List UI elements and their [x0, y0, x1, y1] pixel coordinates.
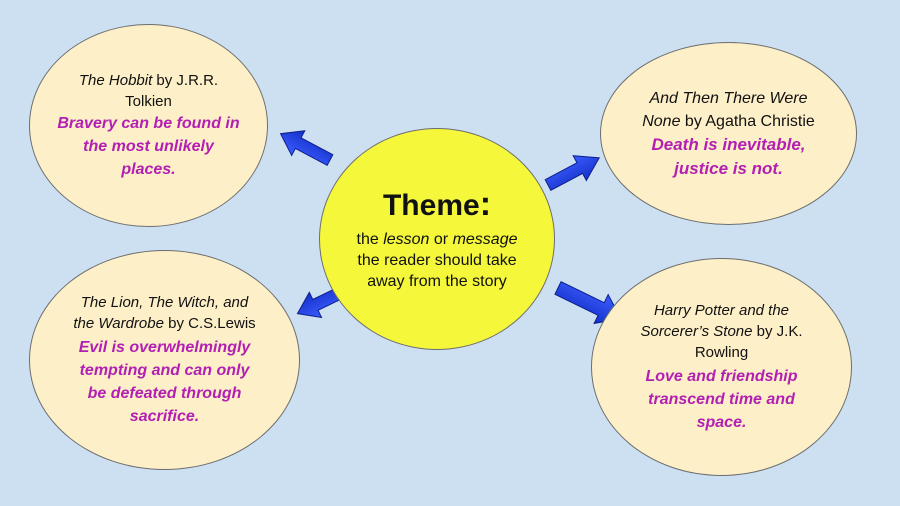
book-title: The Lion, The Witch, and the Wardrobe	[73, 294, 249, 332]
bubble-source: The Lion, The Witch, and the Wardrobe by…	[70, 292, 259, 334]
definition-part: the reader should take away from the sto…	[357, 251, 517, 290]
bubble-lesson: Love and friendship transcend time and s…	[645, 368, 798, 431]
definition-part: or	[429, 230, 453, 248]
definition-lesson: lesson	[383, 230, 430, 248]
bubble-lesson: Evil is overwhelmingly tempting and can …	[78, 339, 251, 425]
book-author: by C.S.Lewis	[163, 315, 256, 332]
book-title: Harry Potter and the Sorcerer’s Stone	[640, 302, 790, 340]
arrow-to-none	[544, 155, 601, 191]
bubble-hobbit: The Hobbit by J.R.R. Tolkien Bravery can…	[29, 24, 268, 227]
arrow-to-hobbit	[279, 130, 334, 166]
bubble-lesson: Bravery can be found in the most unlikel…	[57, 115, 240, 178]
bubble-lesson: Death is inevitable, justice is not.	[651, 134, 806, 178]
bubble-source: Harry Potter and the Sorcerer’s Stone by…	[634, 300, 809, 363]
theme-title-text: Theme	[382, 188, 480, 222]
theme-title: Theme:	[383, 187, 491, 223]
theme-title-colon: :	[479, 184, 492, 223]
bubble-source: The Hobbit by J.R.R. Tolkien	[56, 70, 241, 112]
bubble-lion-witch-wardrobe: The Lion, The Witch, and the Wardrobe by…	[29, 250, 300, 470]
theme-definition: the lesson or message the reader should …	[352, 229, 522, 292]
book-title: The Hobbit	[78, 72, 153, 89]
bubble-and-then-there-were-none: And Then There Were None by Agatha Chris…	[600, 42, 857, 225]
book-author: by Agatha Christie	[680, 112, 815, 130]
book-title: And Then There Were None	[642, 89, 808, 130]
bubble-harry-potter: Harry Potter and the Sorcerer’s Stone by…	[591, 258, 852, 476]
book-author: by J.R.R. Tolkien	[125, 72, 219, 110]
book-author: by J.K. Rowling	[694, 323, 803, 361]
theme-center-bubble: Theme: the lesson or message the reader …	[319, 128, 555, 350]
definition-message: message	[452, 230, 518, 248]
definition-part: the	[356, 230, 384, 248]
bubble-source: And Then There Were None by Agatha Chris…	[641, 87, 816, 133]
